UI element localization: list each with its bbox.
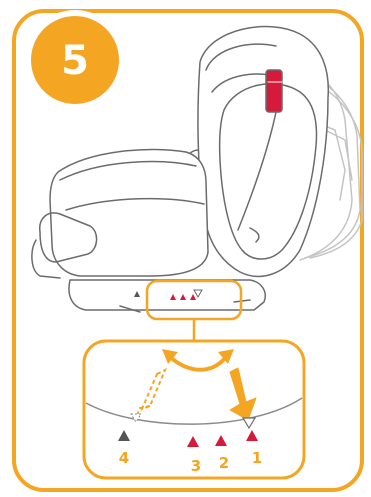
magnify-callout: 4 3 2 1: [84, 341, 304, 478]
recline-handle: [266, 70, 282, 112]
position-label-3: 3: [191, 457, 201, 475]
position-label-2: 2: [219, 454, 229, 472]
step-badge: 5: [28, 13, 122, 107]
position-label-1: 1: [252, 449, 262, 467]
position-label-4: 4: [119, 449, 129, 467]
step-number: 5: [61, 38, 89, 84]
seat-back-shell: [198, 27, 328, 277]
seat-base: [69, 280, 265, 310]
